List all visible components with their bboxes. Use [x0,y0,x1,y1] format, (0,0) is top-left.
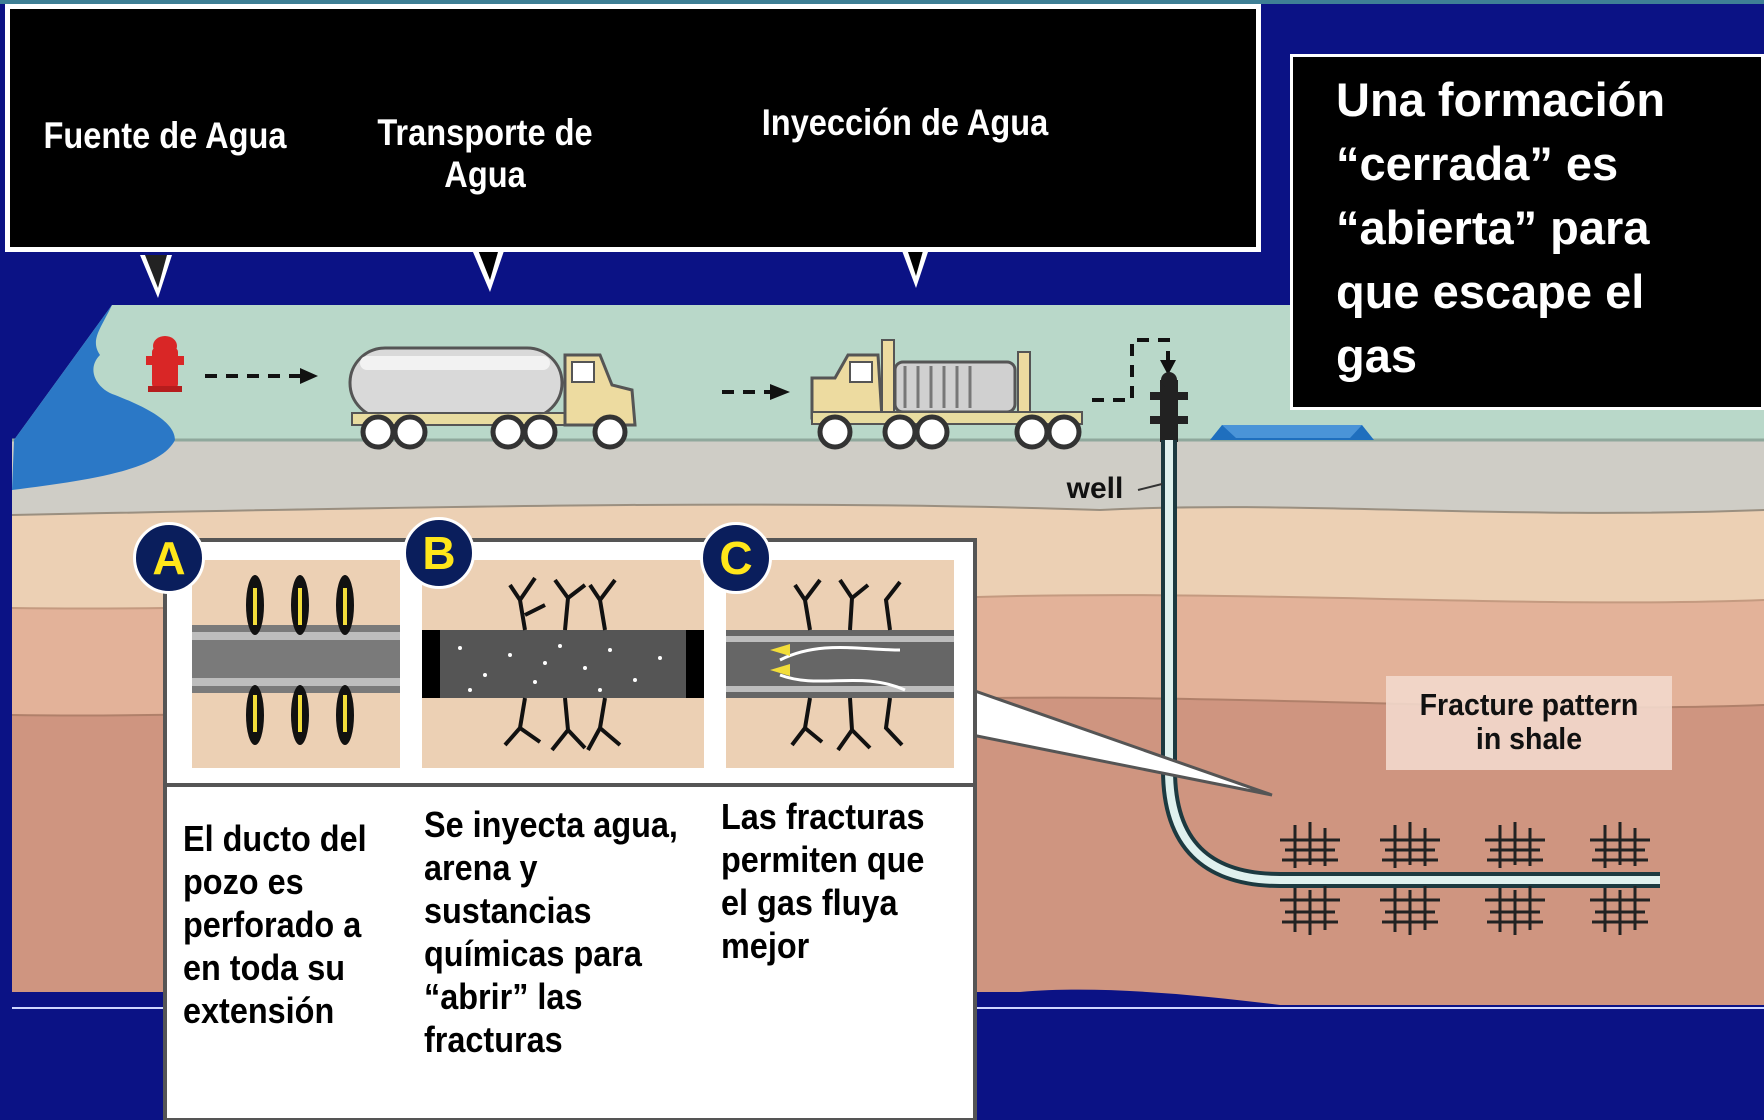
tanker-truck-icon [348,346,637,450]
water-transport-label-line1: Transporte de [377,112,593,153]
panel-b-description: Se inyecta agua, arena y sustancias quím… [424,804,678,1060]
tight-formation-box [1290,54,1764,410]
panel-a-image [192,560,400,768]
wellhead-icon [1150,372,1188,442]
water-lake [12,305,175,490]
fracture-marks [1280,822,1650,935]
panel-a-description: El ducto del pozo es perforado a en toda… [183,818,367,1031]
badge-a: A [133,522,205,594]
panel-b-image [422,560,704,768]
badge-c: C [700,522,772,594]
fire-hydrant-icon [146,336,184,392]
water-source-label: Fuente de Agua [43,115,287,156]
fracture-pattern-label: Fracture pattern in shale [1419,687,1639,756]
panel-c-image [726,560,954,768]
gray-soil-layer [12,440,1764,515]
water-transport-label-line2: Agua [444,154,526,195]
panel-c-description: Las fracturas permiten que el gas fluya … [721,796,925,966]
pump-truck-icon [810,339,1083,450]
process-steps-box [5,4,1261,252]
badge-b: B [403,517,475,589]
fracture-label-box [1386,676,1672,770]
well-label: well [1066,472,1124,505]
tight-formation-text: Una formación “cerrada” es “abierta” par… [1336,73,1666,382]
water-injection-label: Inyección de Agua [761,102,1049,143]
